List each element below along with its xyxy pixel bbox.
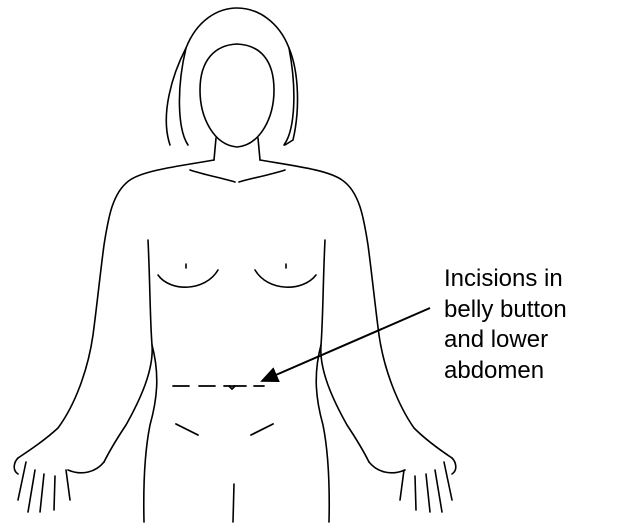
left-hand — [14, 458, 104, 512]
hair-left-strand — [179, 48, 188, 145]
collarbone-left — [190, 170, 235, 182]
left-hip — [144, 345, 157, 522]
left-breast — [158, 270, 218, 287]
neck-left — [214, 138, 216, 160]
callout-line-1: Incisions in — [444, 264, 619, 295]
incision-lower-right — [251, 424, 273, 435]
callout-line-2: belly button — [444, 295, 619, 326]
right-hand — [369, 458, 456, 512]
right-hip — [316, 345, 329, 522]
callout-arrow — [262, 308, 430, 381]
right-side-outline — [260, 160, 452, 458]
face-outline — [200, 44, 274, 147]
left-side-outline — [18, 160, 214, 458]
incision-lower-left — [176, 424, 198, 435]
right-breast — [255, 270, 316, 287]
right-inner-arm — [321, 240, 369, 462]
left-inner-arm — [104, 240, 152, 462]
neck-right — [258, 138, 260, 160]
hair-right-strand — [284, 48, 294, 145]
collarbone-right — [239, 170, 285, 182]
callout-caption: Incisions in belly button and lower abdo… — [444, 264, 619, 386]
callout-line-4: abdomen — [444, 356, 619, 387]
hair-outline — [166, 8, 297, 145]
leg-split — [233, 484, 234, 522]
callout-line-3: and lower — [444, 325, 619, 356]
